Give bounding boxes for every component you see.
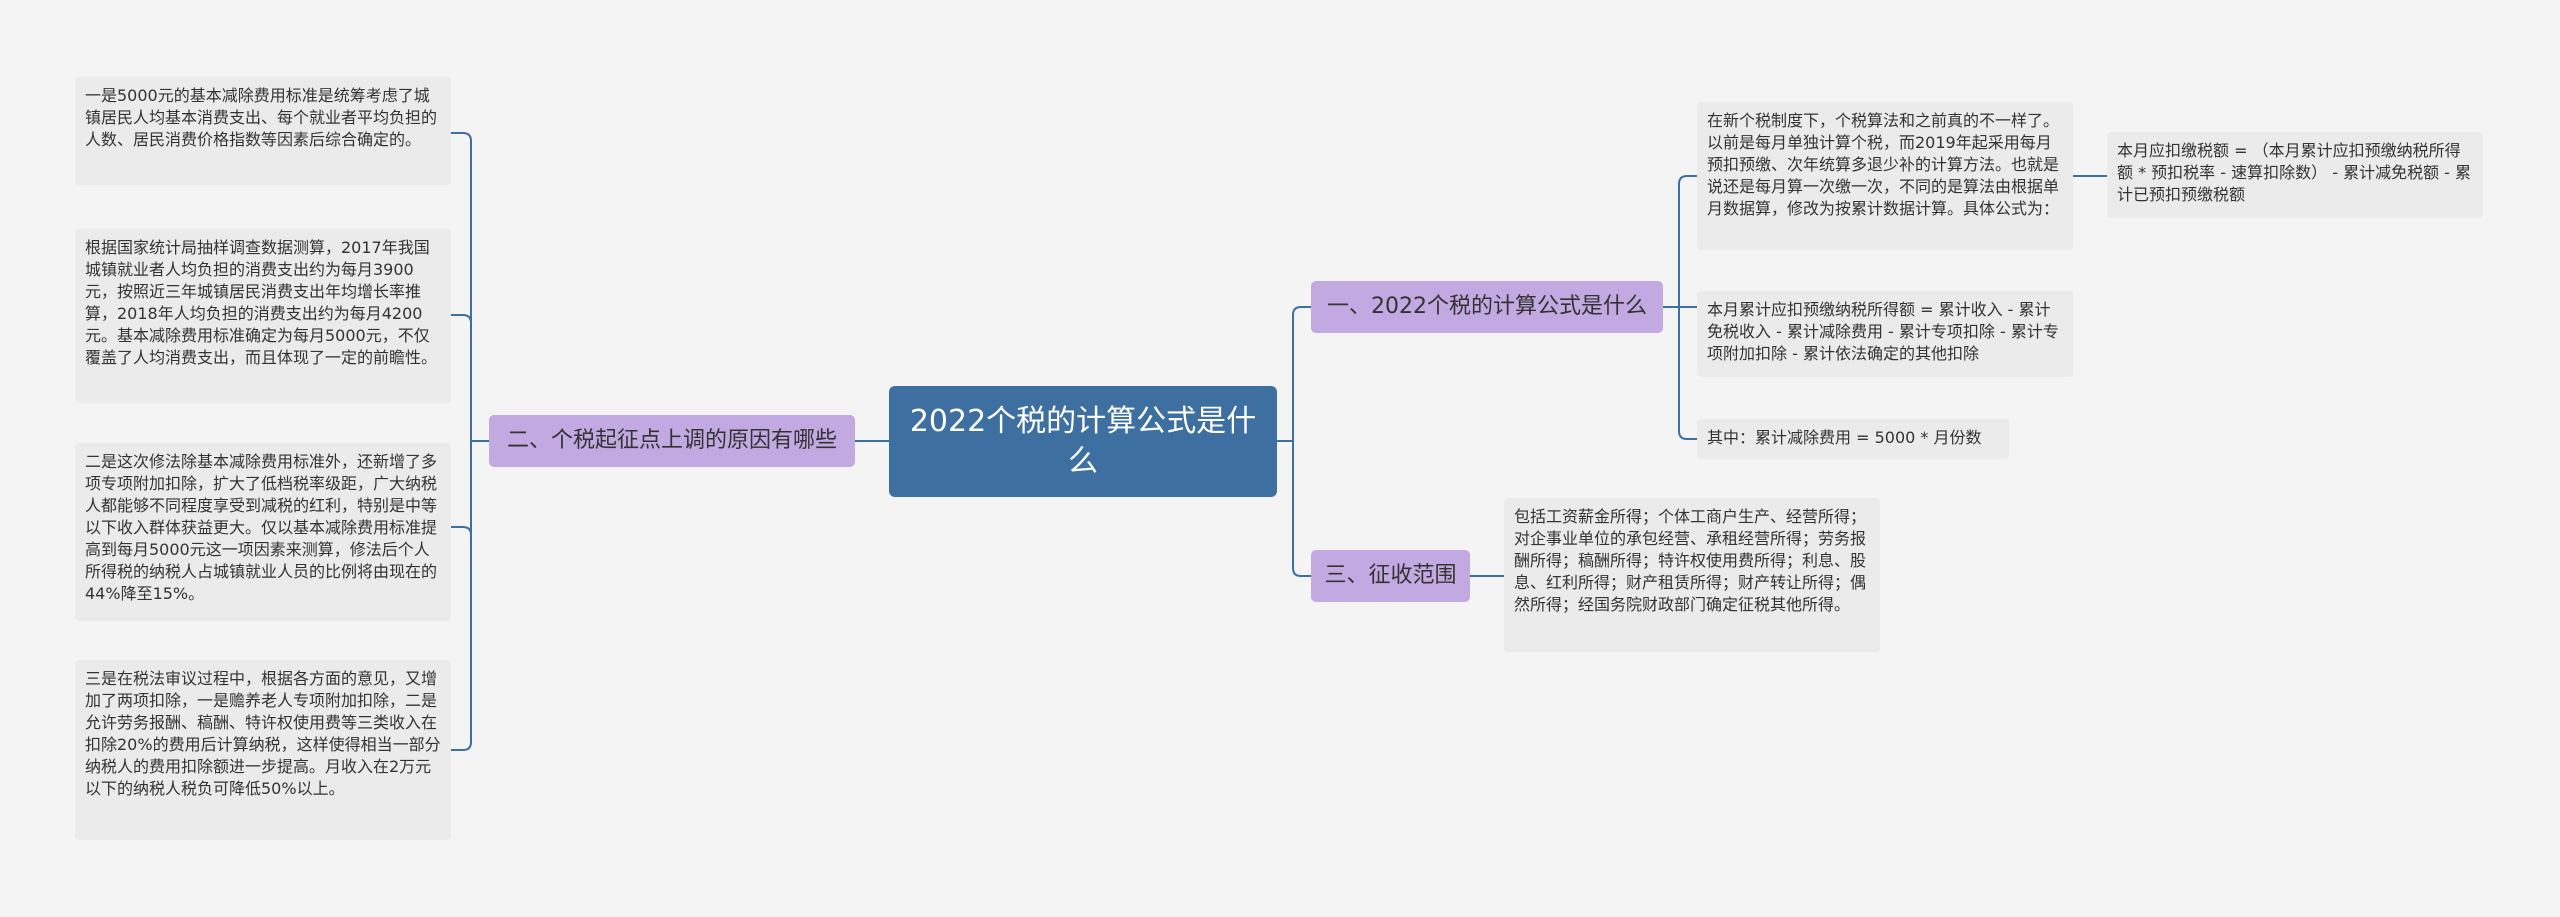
branch-threshold-reasons[interactable]: 二、个税起征点上调的原因有哪些 [489, 415, 855, 467]
link-branch2-child4 [451, 440, 489, 751]
leaf-reason-two[interactable]: 二是这次修法除基本减除费用标准外，还新增了多项专项附加扣除，扩大了低档税率级距，… [75, 443, 451, 621]
leaf-cumulative-taxable-income[interactable]: 本月累计应扣预缴纳税所得额 = 累计收入 - 累计免税收入 - 累计减除费用 -… [1697, 291, 2073, 377]
link-branch2-child2 [451, 314, 489, 442]
branch-label: 二、个税起征点上调的原因有哪些 [506, 428, 837, 453]
leaf-reason-three[interactable]: 三是在税法审议过程中，根据各方面的意见，又增加了两项扣除，一是赡养老人专项附加扣… [75, 660, 451, 840]
branch-tax-scope[interactable]: 三、征收范围 [1311, 550, 1470, 602]
leaf-text: 本月应扣缴税额 = （本月累计应扣预缴纳税所得额 * 预扣税率 - 速算扣除数）… [2117, 141, 2472, 204]
leaf-taxable-income-types[interactable]: 包括工资薪金所得；个体工商户生产、经营所得；对企事业单位的承包经营、承租经营所得… [1504, 498, 1880, 652]
leaf-text: 根据国家统计局抽样调查数据测算，2017年我国城镇就业者人均负担的消费支出约为每… [85, 238, 438, 367]
root-topic-text: 2022个税的计算公式是什么 [909, 403, 1257, 479]
leaf-monthly-tax-formula[interactable]: 本月应扣缴税额 = （本月累计应扣预缴纳税所得额 * 预扣税率 - 速算扣除数）… [2107, 132, 2483, 218]
leaf-new-tax-system[interactable]: 在新个税制度下，个税算法和之前真的不一样了。以前是每月单独计算个税，而2019年… [1697, 102, 2073, 250]
link-branch1-child3 [1663, 306, 1697, 440]
link-root-branch1 [1277, 306, 1311, 442]
branch-label: 一、2022个税的计算公式是什么 [1327, 294, 1647, 319]
link-branch1-child1 [1663, 175, 1697, 308]
link-root-branch3 [1277, 440, 1311, 577]
leaf-text: 二是这次修法除基本减除费用标准外，还新增了多项专项附加扣除，扩大了低档税率级距，… [85, 452, 438, 603]
leaf-text: 三是在税法审议过程中，根据各方面的意见，又增加了两项扣除，一是赡养老人专项附加扣… [85, 669, 441, 798]
leaf-reason-one[interactable]: 一是5000元的基本减除费用标准是统筹考虑了城镇居民人均基本消费支出、每个就业者… [75, 77, 451, 185]
branch-label: 三、征收范围 [1324, 563, 1457, 588]
leaf-text: 包括工资薪金所得；个体工商户生产、经营所得；对企事业单位的承包经营、承租经营所得… [1514, 507, 1867, 614]
leaf-text: 一是5000元的基本减除费用标准是统筹考虑了城镇居民人均基本消费支出、每个就业者… [85, 86, 438, 149]
leaf-text: 本月累计应扣预缴纳税所得额 = 累计收入 - 累计免税收入 - 累计减除费用 -… [1707, 300, 2059, 363]
branch-calculation-formula[interactable]: 一、2022个税的计算公式是什么 [1311, 281, 1663, 333]
link-branch2-child1 [451, 132, 489, 442]
leaf-statistics-estimate[interactable]: 根据国家统计局抽样调查数据测算，2017年我国城镇就业者人均负担的消费支出约为每… [75, 229, 451, 403]
leaf-text: 在新个税制度下，个税算法和之前真的不一样了。以前是每月单独计算个税，而2019年… [1707, 111, 2060, 218]
leaf-text: 其中：累计减除费用 = 5000 * 月份数 [1707, 428, 1982, 447]
root-topic[interactable]: 2022个税的计算公式是什么 [889, 386, 1277, 497]
leaf-cumulative-deduction[interactable]: 其中：累计减除费用 = 5000 * 月份数 [1697, 419, 2009, 459]
